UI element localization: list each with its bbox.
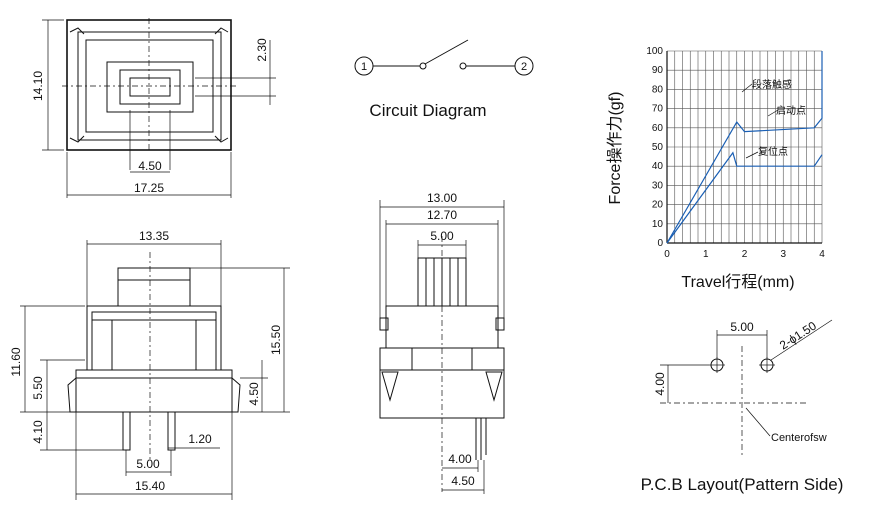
- front-view-dim-left-total: 11.60: [9, 347, 23, 376]
- pcb-dim-height: 4.00: [653, 372, 667, 396]
- chart-series: [666, 51, 823, 244]
- side-view-drawing: 13.00 12.70 5.00 4.00 4.50: [379, 191, 505, 494]
- front-view-dim-right-base: 4.50: [247, 382, 261, 406]
- chart-annotation-tactile: 段落触感: [752, 78, 792, 91]
- front-view-dim-left-pin: 4.10: [31, 420, 45, 444]
- pcb-dim-pitch: 5.00: [730, 320, 754, 334]
- top-view-dim-width: 17.25: [134, 181, 164, 195]
- x-tick-label: 1: [703, 249, 709, 260]
- pcb-layout: 5.00 4.00 2-ϕ1.50 Centerofsw P.C.B Layou…: [641, 318, 844, 494]
- side-view-dim-pin2: 4.50: [451, 474, 475, 488]
- side-view-dim-pin1: 4.00: [448, 452, 472, 466]
- circuit-node-1: 1: [361, 61, 367, 73]
- front-view-dim-right-total: 15.50: [269, 325, 283, 355]
- chart-y-axis-label: Force操作力(gf): [606, 92, 624, 205]
- front-view-dim-bottom: 15.40: [135, 479, 165, 493]
- front-view-drawing: 13.35 11.60 5.50 4.10 15.50 4.50 1.20 5.…: [9, 229, 290, 500]
- top-view-dim-inner: 4.50: [138, 159, 162, 173]
- y-tick-label: 40: [652, 161, 664, 172]
- force-travel-chart: 0 10 20 30 40 50 60 70 80 90 100 0 1 2 3 4 Force操作力(gf)…: [606, 46, 825, 291]
- front-view-dim-pin-width: 1.20: [188, 432, 212, 446]
- y-tick-label: 80: [652, 84, 664, 95]
- front-view-dim-top: 13.35: [139, 229, 169, 243]
- y-tick-label: 30: [652, 180, 664, 191]
- y-tick-label: 10: [652, 219, 664, 230]
- pcb-dim-hole: 2-ϕ1.50: [777, 318, 819, 352]
- y-tick-label: 100: [646, 46, 663, 57]
- circuit-node-2: 2: [521, 61, 527, 73]
- y-tick-label: 60: [652, 123, 664, 134]
- x-tick-label: 3: [780, 249, 786, 260]
- side-view-dim-w2: 12.70: [427, 208, 457, 222]
- top-view-dim-top: 2.30: [255, 38, 269, 62]
- circuit-title: Circuit Diagram: [369, 101, 486, 120]
- chart-ticks: 0 10 20 30 40 50 60 70 80 90 100 0 1 2 3 4: [646, 46, 825, 260]
- y-tick-label: 20: [652, 200, 664, 211]
- y-tick-label: 50: [652, 142, 664, 153]
- side-view-dim-w1: 13.00: [427, 191, 457, 205]
- chart-x-axis-label: Travel行程(mm): [681, 273, 794, 291]
- chart-grid: [666, 50, 823, 244]
- x-tick-label: 4: [819, 249, 825, 260]
- force-curve-2: [666, 151, 823, 244]
- y-tick-label: 70: [652, 104, 664, 115]
- front-view-dim-left-mid: 5.50: [31, 376, 45, 400]
- top-view-drawing: 14.10 2.30 4.50 17.25: [31, 18, 276, 198]
- y-tick-label: 90: [652, 65, 664, 76]
- y-tick-label: 0: [657, 238, 663, 249]
- force-curve-1: [666, 51, 823, 244]
- side-view-dim-w3: 5.00: [430, 229, 454, 243]
- front-view-dim-pitch: 5.00: [136, 457, 160, 471]
- x-tick-label: 2: [742, 249, 748, 260]
- chart-annotation-actuation: 启动点: [776, 104, 806, 117]
- pcb-title: P.C.B Layout(Pattern Side): [641, 475, 844, 494]
- x-tick-label: 0: [664, 249, 670, 260]
- top-view-dim-height: 14.10: [31, 71, 45, 101]
- chart-annotation-reset: 复位点: [758, 145, 788, 158]
- pcb-center-label: Centerofsw: [771, 432, 827, 444]
- circuit-diagram: 1 2 Circuit Diagram: [354, 39, 534, 120]
